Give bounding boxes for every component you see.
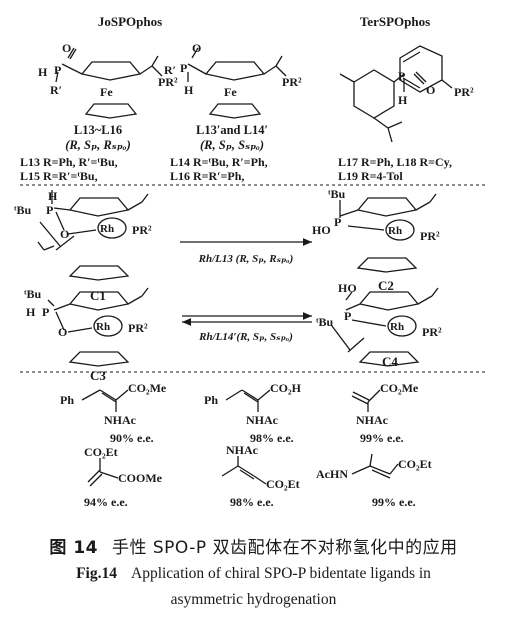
atom-hydrogen: H [38, 65, 48, 79]
substrate-top-group: CO₂H [270, 381, 302, 395]
header-jospophos: JoSPOphos [98, 14, 162, 29]
ligand-label-l13prime: L13′and L14′ [196, 123, 268, 137]
complex-c2-structure [339, 193, 437, 273]
ligand-definition: L14 R=ᵗBu, R′=Ph, [170, 155, 268, 169]
atom-ho: HO [338, 281, 357, 295]
arrow-label-rh-l14prime: Rh/L14′(R, Sₚ, Sₛₚₒ) [198, 331, 293, 343]
substrate-3-structure [351, 389, 381, 412]
atom-pr2: PR² [282, 75, 302, 89]
reaction-scheme: JoSPOphos TerSPOphos O H P Fe R′ PR² O R… [14, 14, 487, 509]
atom-rhodium: Rh [96, 321, 110, 333]
atom-rprime: R′ [50, 83, 62, 97]
atom-tbu: ᵗBu [24, 287, 42, 301]
substrate-bottom-group: NHAc [246, 413, 279, 427]
caption-text-english-line2: asymmetric hydrogenation [170, 591, 337, 608]
substrate-bottom-group: CO₂Et [398, 457, 432, 471]
atom-rhodium: Rh [388, 225, 402, 237]
atom-phosphorus: P [398, 69, 405, 83]
atom-rhodium: Rh [100, 223, 114, 235]
ligand-config-l13-l16: (R, Sₚ, Rₛₚₒ) [65, 138, 131, 152]
atom-pr2: PR² [454, 85, 474, 99]
substrate-6-structure [351, 453, 399, 479]
substrate-ee: 99% e.e. [372, 495, 416, 509]
figure-label-english: Fig.14 [76, 565, 117, 582]
atom-tbu: ᵗBu [316, 315, 334, 329]
atom-oxygen: O [60, 227, 69, 241]
header-terspophos: TerSPOphos [360, 14, 430, 29]
ligand-definition: L13 R=Ph, R′=ᵗBu, [20, 155, 118, 169]
atom-tbu: ᵗBu [14, 203, 32, 217]
atom-phosphorus: P [334, 215, 341, 229]
substrate-5-structure [221, 456, 267, 485]
substrate-ee: 98% e.e. [230, 495, 274, 509]
substrate-bottom-group: CO₂Et [266, 477, 300, 491]
ligand-definition: L15 R=R′=ᵗBu, [20, 169, 98, 183]
substrate-top-group: CO₂Me [380, 381, 419, 395]
substrate-ee: 94% e.e. [84, 495, 128, 509]
substrate-top-group: NHAc [226, 443, 259, 457]
reaction-arrow-equilibrium [182, 312, 312, 326]
atom-ho: HO [312, 223, 331, 237]
substrate-bottom-group: COOMe [118, 471, 163, 485]
atom-hydrogen: H [398, 93, 408, 107]
atom-rhodium: Rh [390, 321, 404, 333]
caption-text-chinese: 手性 SPO-P 双齿配体在不对称氢化中的应用 [111, 538, 458, 558]
ligand-definition: L16 R=R′=Ph, [170, 169, 244, 183]
atom-oxygen: O [426, 83, 435, 97]
atom-iron: Fe [224, 85, 237, 99]
atom-phosphorus: P [46, 203, 53, 217]
atom-iron: Fe [100, 85, 113, 99]
ligand-label-l13-l16: L13~L16 [74, 123, 122, 137]
atom-hydrogen: H [26, 305, 36, 319]
complex-label-c3: C3 [90, 368, 106, 383]
atom-oxygen: O [192, 41, 201, 55]
atom-phosphorus: P [42, 305, 49, 319]
substrate-left-group: Ph [204, 393, 218, 407]
complex-label-c4: C4 [382, 354, 398, 369]
atom-oxygen: O [62, 41, 71, 55]
ligand-definition: L17 R=Ph, L18 R=Cy, [338, 155, 452, 169]
complex-c4-structure [331, 287, 439, 367]
atom-phosphorus: P [54, 63, 61, 77]
substrate-1-structure [81, 389, 129, 412]
atom-tbu: ᵗBu [328, 187, 346, 201]
arrow-label-rh-l13: Rh/L13 (R, Sₚ, Rₛₚₒ) [198, 253, 294, 265]
atom-pr2: PR² [158, 75, 178, 89]
atom-hydrogen: H [48, 189, 58, 203]
substrate-top-group: CO₂Me [128, 381, 167, 395]
atom-phosphorus: P [344, 309, 351, 323]
complex-label-c2: C2 [378, 278, 394, 293]
substrate-ee: 98% e.e. [250, 431, 294, 445]
ligand-definition: L19 R=4-Tol [338, 169, 403, 183]
atom-pr2: PR² [420, 229, 440, 243]
substrate-top-group: CO₂Et [84, 445, 118, 459]
substrate-4-structure [87, 458, 119, 487]
figure-caption-english: Fig.14 Application of chiral SPO-P bident… [0, 565, 507, 583]
atom-hydrogen: H [184, 83, 194, 97]
atom-pr2: PR² [128, 321, 148, 335]
substrate-ee: 99% e.e. [360, 431, 404, 445]
atom-phosphorus: P [180, 61, 187, 75]
atom-oxygen: O [58, 325, 67, 339]
caption-text-english-line1: Application of chiral SPO-P bidentate li… [131, 565, 431, 582]
figure-label-chinese: 图 14 [49, 538, 98, 558]
substrate-left-group: AcHN [316, 467, 348, 481]
complex-label-c1: C1 [90, 288, 106, 303]
ligand-structure-l13 [55, 47, 163, 119]
figure-caption-chinese: 图 14 手性 SPO-P 双齿配体在不对称氢化中的应用 [0, 533, 507, 558]
complex-c1-structure [37, 190, 149, 281]
substrate-2-structure [225, 389, 271, 412]
atom-pr2: PR² [132, 223, 152, 237]
substrate-bottom-group: NHAc [356, 413, 389, 427]
substrate-ee: 90% e.e. [110, 431, 154, 445]
ligand-structure-l13prime [187, 47, 287, 119]
substrate-left-group: Ph [60, 393, 74, 407]
substrate-bottom-group: NHAc [104, 413, 137, 427]
ligand-config-l13prime: (R, Sₚ, Sₛₚₒ) [200, 138, 264, 152]
atom-rprime: R′ [164, 63, 176, 77]
ligand-structure-terspophos [339, 45, 453, 143]
complex-c3-structure [47, 287, 149, 367]
atom-pr2: PR² [422, 325, 442, 339]
